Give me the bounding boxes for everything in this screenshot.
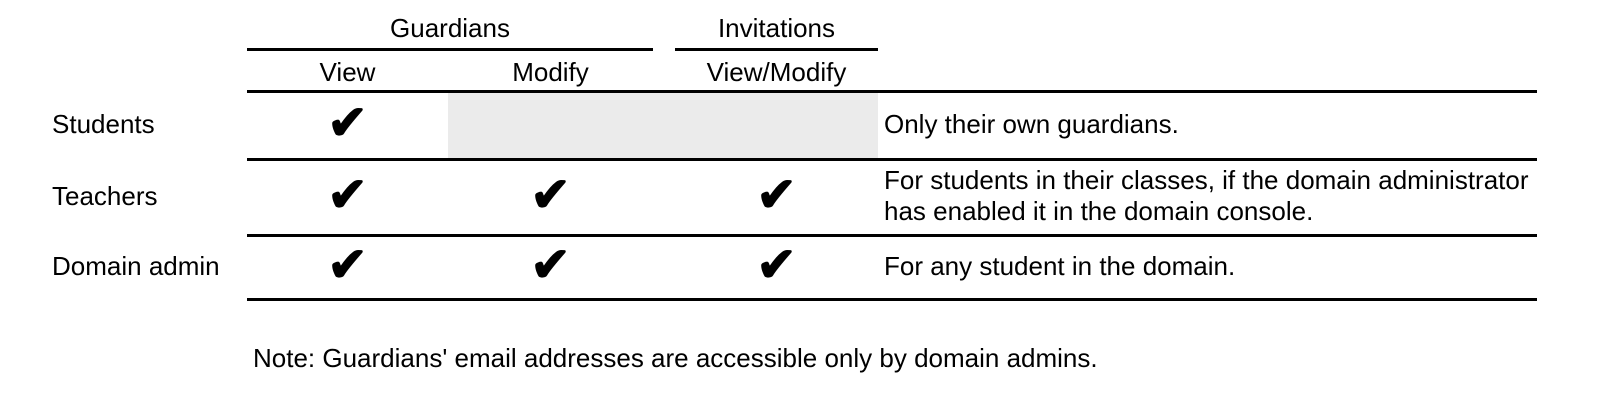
table-top-rule <box>247 90 1537 93</box>
cell-domain-admin-guardians-view: ✔ <box>247 234 448 298</box>
column-header-modify: Modify <box>512 57 589 87</box>
checkmark-icon: ✔ <box>756 239 797 292</box>
checkmark-icon: ✔ <box>530 169 571 222</box>
column-group-invitations: Invitations <box>717 13 836 43</box>
cell-domain-admin-invitations: ✔ <box>675 234 878 298</box>
row-divider-rule <box>247 234 1537 237</box>
guardians-underline-rule <box>247 48 653 51</box>
cell-teachers-guardians-view: ✔ <box>247 158 448 234</box>
cell-students-invitations <box>675 90 878 158</box>
cell-teachers-invitations: ✔ <box>675 158 878 234</box>
checkmark-icon: ✔ <box>327 239 368 292</box>
cell-teachers-guardians-modify: ✔ <box>448 158 653 234</box>
column-header-view: View <box>319 57 376 87</box>
row-label-teachers: Teachers <box>52 180 158 211</box>
column-header-view-modify: View/Modify <box>706 57 847 87</box>
checkmark-icon: ✔ <box>327 97 368 150</box>
row-note-teachers: For students in their classes, if the do… <box>884 165 1529 226</box>
table-row-students: Students ✔ Only their own guardians. <box>0 90 1600 158</box>
table-bottom-rule <box>247 298 1537 301</box>
table-row-domain-admin: Domain admin ✔ ✔ ✔ For any student in th… <box>0 234 1600 298</box>
checkmark-icon: ✔ <box>756 169 797 222</box>
footnote: Note: Guardians' email addresses are acc… <box>253 343 1098 373</box>
checkmark-icon: ✔ <box>327 169 368 222</box>
disabled-cells-shading <box>448 93 878 158</box>
cell-students-guardians-modify <box>448 90 653 158</box>
invitations-underline-rule <box>675 48 878 51</box>
checkmark-icon: ✔ <box>530 239 571 292</box>
row-divider-rule <box>247 158 1537 161</box>
row-label-students: Students <box>52 108 155 139</box>
cell-students-guardians-view: ✔ <box>247 90 448 158</box>
table-row-teachers: Teachers ✔ ✔ ✔ For students in their cla… <box>0 158 1600 234</box>
row-note-domain-admin: For any student in the domain. <box>884 250 1236 281</box>
row-label-domain-admin: Domain admin <box>52 250 220 281</box>
column-group-guardians: Guardians <box>390 13 510 43</box>
cell-domain-admin-guardians-modify: ✔ <box>448 234 653 298</box>
row-note-students: Only their own guardians. <box>884 108 1179 139</box>
